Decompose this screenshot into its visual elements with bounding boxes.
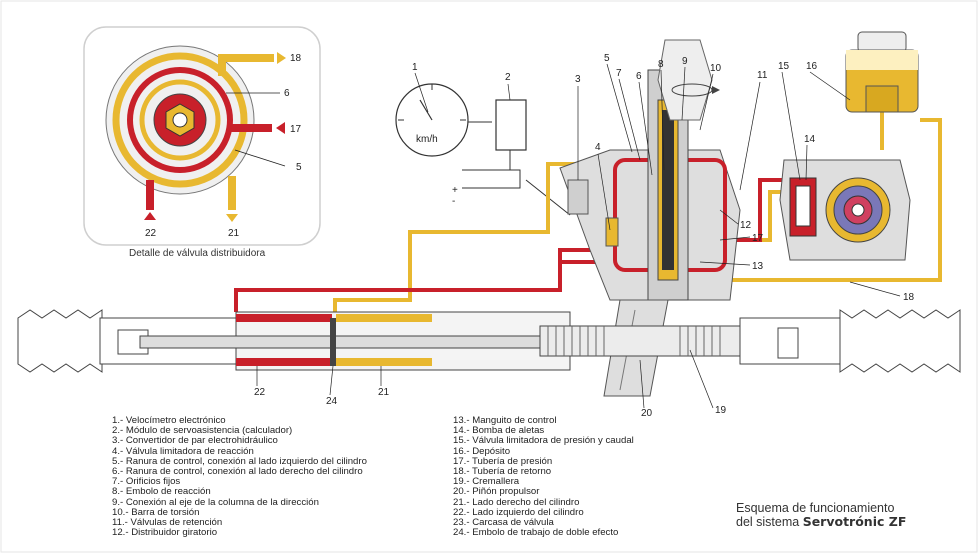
return-arrow-icon (277, 52, 286, 64)
callout-17: 17 (752, 233, 764, 244)
speedometer: km/h (395, 83, 469, 157)
callout-14: 14 (804, 134, 816, 145)
legend-item: 3.- Convertidor de par electrohidráulico (112, 435, 278, 447)
detail-label-21: 21 (228, 228, 240, 239)
legend-item: 14.- Bomba de aletas (453, 425, 545, 437)
diagram-caption: Esquema de funcionamiento del sistema Se… (736, 502, 906, 529)
leader-lines (256, 63, 901, 409)
callout-10: 10 (710, 63, 722, 74)
legend-item: 1.- Velocímetro electrónico (112, 415, 226, 426)
detail-caption: Detalle de válvula distribuidora (129, 248, 266, 259)
control-module (495, 99, 527, 151)
legend-item: 7.- Orificios fijos (112, 476, 181, 488)
caption-prefix: del sistema (736, 515, 803, 529)
detail-label-17: 17 (290, 124, 302, 135)
callout-12: 12 (740, 220, 752, 231)
callout-22: 22 (254, 387, 266, 398)
valve-housing (559, 69, 741, 321)
legend-right: 13.- Manguito de control 14.- Bomba de a… (453, 415, 634, 539)
detail-label-22: 22 (145, 228, 157, 239)
legend-item: 9.- Conexión al eje de la columna de la … (112, 496, 319, 508)
callout-20: 20 (641, 408, 653, 419)
legend-item: 19.- Cremallera (453, 476, 520, 488)
steering-column (657, 39, 720, 121)
detail-label-18: 18 (290, 53, 302, 64)
legend-item: 15.- Válvula limitadora de presión y cau… (453, 435, 634, 447)
callout-8: 8 (658, 59, 664, 70)
callout-13: 13 (752, 261, 764, 272)
up-arrow-icon (144, 212, 156, 220)
down-arrow-icon (226, 214, 238, 222)
callouts: 1 2 3 4 5 6 7 8 9 10 11 12 13 14 15 16 1… (254, 53, 915, 419)
legend-item: 8.- Embolo de reacción (112, 486, 211, 498)
legend-item: 17.- Tubería de presión (453, 455, 553, 467)
callout-6: 6 (636, 71, 642, 82)
legend-item: 24.- Embolo de trabajo de doble efecto (453, 527, 619, 539)
legend-item: 2.- Módulo de servoasistencia (calculado… (112, 425, 293, 437)
detail-label-6: 6 (284, 88, 290, 99)
valve-detail: 18 6 17 5 22 21 (83, 26, 321, 246)
callout-4: 4 (595, 142, 601, 153)
speedometer-unit: km/h (416, 134, 438, 145)
callout-7: 7 (616, 68, 622, 79)
legend-item: 22.- Lado izquierdo del cilindro (453, 506, 584, 518)
pressure-arrow-icon (276, 122, 285, 134)
callout-3: 3 (575, 74, 581, 85)
legend-item: 23.- Carcasa de válvula (453, 517, 554, 529)
pump-assembly (779, 159, 911, 261)
reservoir (845, 31, 919, 113)
callout-16: 16 (806, 61, 818, 72)
callout-19: 19 (715, 405, 727, 416)
legend-item: 16.- Depósito (453, 445, 511, 457)
legend-item: 21.- Lado derecho del cilindro (453, 496, 580, 508)
callout-5: 5 (604, 53, 610, 64)
callout-18: 18 (903, 292, 915, 303)
terminal-plus: + (452, 185, 458, 196)
legend-item: 20.- Piñón propulsor (453, 486, 540, 498)
caption-system-name: Servotrónic ZF (802, 514, 907, 529)
legend-left: 1.- Velocímetro electrónico 2.- Módulo d… (112, 415, 367, 539)
legend-item: 5.- Ranura de control, conexión al lado … (112, 455, 367, 467)
legend-item: 13.- Manguito de control (453, 415, 557, 426)
caption-line-1: Esquema de funcionamiento (736, 501, 895, 515)
callout-24: 24 (326, 396, 338, 407)
legend-item: 6.- Ranura de control, conexión al lado … (112, 466, 363, 478)
callout-9: 9 (682, 56, 688, 67)
terminal-minus: - (452, 196, 455, 207)
legend-item: 4.- Válvula limitadora de reacción (112, 445, 254, 457)
caption-line-2: del sistema Servotrónic ZF (736, 515, 906, 529)
legend-item: 18.- Tubería de retorno (453, 466, 552, 478)
callout-2: 2 (505, 72, 511, 83)
legend-item: 11.- Válvulas de retención (112, 517, 223, 529)
callout-11: 11 (757, 70, 768, 81)
detail-label-5: 5 (296, 162, 302, 173)
legend-item: 10.- Barra de torsión (112, 506, 200, 518)
legend-item: 12.- Distribuidor giratorio (112, 527, 218, 539)
steering-rack (17, 309, 961, 373)
callout-21: 21 (378, 387, 390, 398)
callout-1: 1 (412, 62, 418, 73)
callout-15: 15 (778, 61, 790, 72)
